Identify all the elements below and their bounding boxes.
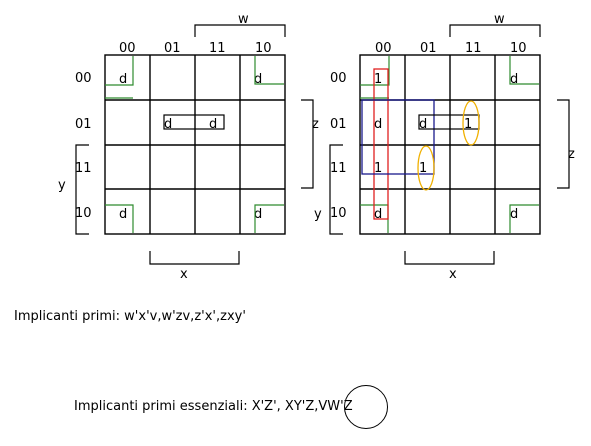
cell-value: d [510,207,518,222]
cell-value: d [419,117,427,132]
group-corner-tr [509,56,539,85]
group-corner-tl [105,56,134,86]
row-header: 11 [330,161,347,176]
var-label-x: x [449,267,457,282]
bracket-z [557,99,570,189]
kmap-1: w z y x 00 01 11 10 00 01 11 10 d d d d [58,12,319,282]
col-header: 00 [375,41,392,56]
bracket-z [301,99,314,189]
col-header: 00 [119,41,136,56]
highlight-circle [344,385,388,429]
var-label-z: z [568,147,575,162]
cell-value: 1 [374,72,382,87]
var-label-w: w [238,12,249,27]
cell-value: d [374,117,382,132]
cell-value: 1 [374,161,382,176]
col-header: 01 [164,41,181,56]
cell-value: d [254,207,262,222]
cell-value: 1 [419,161,427,176]
col-header: 11 [465,41,482,56]
var-label-x: x [180,267,188,282]
group-corner-tr [254,56,284,85]
group-blue-square [361,99,435,175]
var-label-y: y [58,178,66,193]
bracket-y [329,144,343,235]
cell-value: d [510,72,518,87]
group-corner-br [509,204,539,233]
kmap-grid [104,54,286,235]
row-header: 10 [330,206,347,221]
row-header: 00 [75,71,92,86]
row-header: 00 [330,71,347,86]
col-header: 10 [510,41,527,56]
group-red-column [373,68,389,220]
row-header: 01 [75,117,92,132]
group-orange-vertical-right [462,100,480,146]
essential-implicants-text: Implicanti primi essenziali: X'Z', XY'Z,… [74,399,353,414]
group-corner-br [254,204,284,233]
cell-value: d [119,207,127,222]
bracket-w [194,24,286,37]
kmap-2: w z y x 00 01 11 10 00 01 11 10 [314,12,575,282]
group-corner-tl [360,56,390,86]
group-corner-bl [105,204,134,233]
cell-value: d [209,117,217,132]
cell-value: d [119,72,127,87]
cell-value: d [254,72,262,87]
bracket-y [75,144,89,235]
var-label-w: w [494,12,505,27]
cell-value: 1 [464,117,472,132]
group-pair-box [163,114,225,130]
row-header: 11 [75,161,92,176]
col-header: 11 [209,41,226,56]
cell-value: d [164,117,172,132]
bracket-w [449,24,541,37]
group-orange-vertical-left [417,145,435,191]
col-header: 01 [420,41,437,56]
col-header: 10 [255,41,272,56]
row-header: 01 [330,117,347,132]
cell-value: d [374,207,382,222]
prime-implicants-text: Implicanti primi: w'x'v,w'zv,z'x',zxy' [14,309,246,324]
var-label-z: z [312,117,319,132]
bracket-x [149,251,240,265]
var-label-y: y [314,207,322,222]
row-header: 10 [75,206,92,221]
bracket-x [404,251,495,265]
